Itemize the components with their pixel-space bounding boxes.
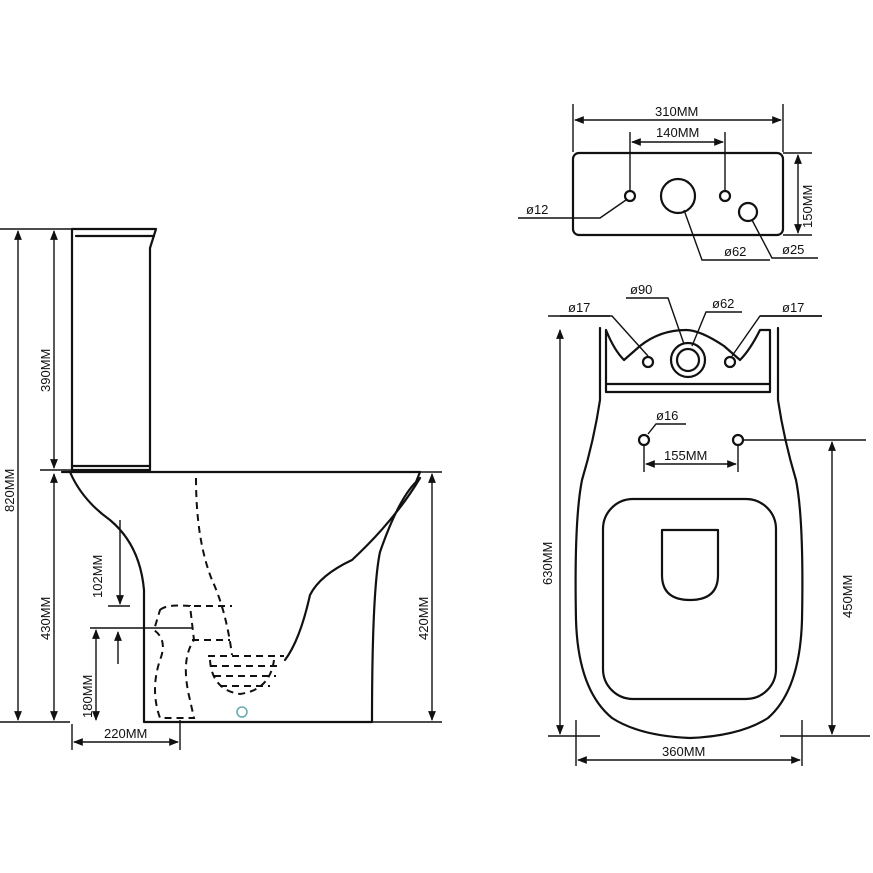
seat-hole-label: ø16 bbox=[656, 408, 678, 423]
bowl-width-label: 360MM bbox=[662, 744, 705, 759]
center-hole bbox=[669, 341, 707, 379]
left-mount-hole bbox=[641, 355, 655, 369]
bowl-height-label: 430MM bbox=[38, 597, 53, 640]
inlet-hole bbox=[737, 201, 759, 223]
seat-hole-spacing-label: 155MM bbox=[664, 448, 707, 463]
trapway-curve bbox=[283, 476, 422, 662]
bowl-outline bbox=[68, 470, 422, 724]
tank-top-outline bbox=[571, 151, 785, 237]
flush-hole bbox=[659, 177, 697, 215]
bowl-top-outline bbox=[574, 326, 804, 740]
outlet-distance-label: 220MM bbox=[104, 726, 147, 741]
outlet-height-label: 180MM bbox=[80, 675, 95, 718]
seat-to-front-label: 450MM bbox=[840, 575, 855, 618]
right-mount-hole bbox=[723, 355, 737, 369]
tank-outline bbox=[70, 227, 158, 472]
side-view: 820MM 390MM 430MM 420MM 102MM 180MM 220M… bbox=[0, 227, 442, 750]
flush-hole-label: ø62 bbox=[724, 244, 746, 259]
total-height-label: 820MM bbox=[2, 469, 17, 512]
left-hole bbox=[623, 189, 637, 203]
right-hole bbox=[718, 189, 732, 203]
seat-hole-left bbox=[637, 433, 651, 447]
seat-opening bbox=[660, 528, 720, 602]
outlet-passage bbox=[152, 604, 196, 719]
rim-height-label: 420MM bbox=[416, 597, 431, 640]
bowl-top-view: 630MM 450MM 155MM 360MM ø17 ø90 ø62 ø17 … bbox=[540, 282, 870, 766]
seat-outline bbox=[601, 497, 778, 701]
flush-hole-top-label: ø62 bbox=[712, 296, 734, 311]
small-hole-label: ø12 bbox=[526, 202, 548, 217]
bowl-length-label: 630MM bbox=[540, 542, 555, 585]
outlet-offset-label: 102MM bbox=[90, 555, 105, 598]
seat-hole-right bbox=[731, 433, 745, 447]
tank-width-label: 310MM bbox=[655, 104, 698, 119]
left-hole-label: ø17 bbox=[568, 300, 590, 315]
tank-height-label: 390MM bbox=[38, 349, 53, 392]
hole-spacing-label: 140MM bbox=[656, 125, 699, 140]
center-hole-label: ø90 bbox=[630, 282, 652, 297]
tank-top-view: 310MM 140MM 150MM ø12 ø62 ø25 bbox=[518, 104, 818, 261]
internal-passage bbox=[195, 477, 233, 656]
right-hole-label: ø17 bbox=[782, 300, 804, 315]
tank-depth-label: 150MM bbox=[800, 185, 815, 228]
inlet-hole-label: ø25 bbox=[782, 242, 804, 257]
